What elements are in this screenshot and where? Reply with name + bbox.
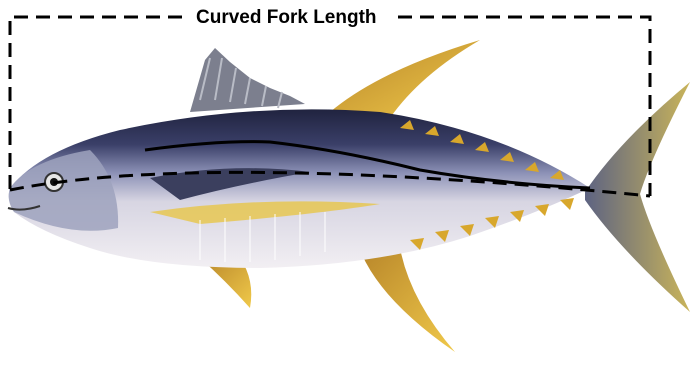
second-dorsal-fin bbox=[330, 40, 480, 118]
anal-fin bbox=[360, 248, 455, 352]
diagram-label: Curved Fork Length bbox=[186, 4, 387, 32]
caudal-fin bbox=[585, 82, 690, 312]
first-dorsal-fin bbox=[190, 48, 305, 112]
